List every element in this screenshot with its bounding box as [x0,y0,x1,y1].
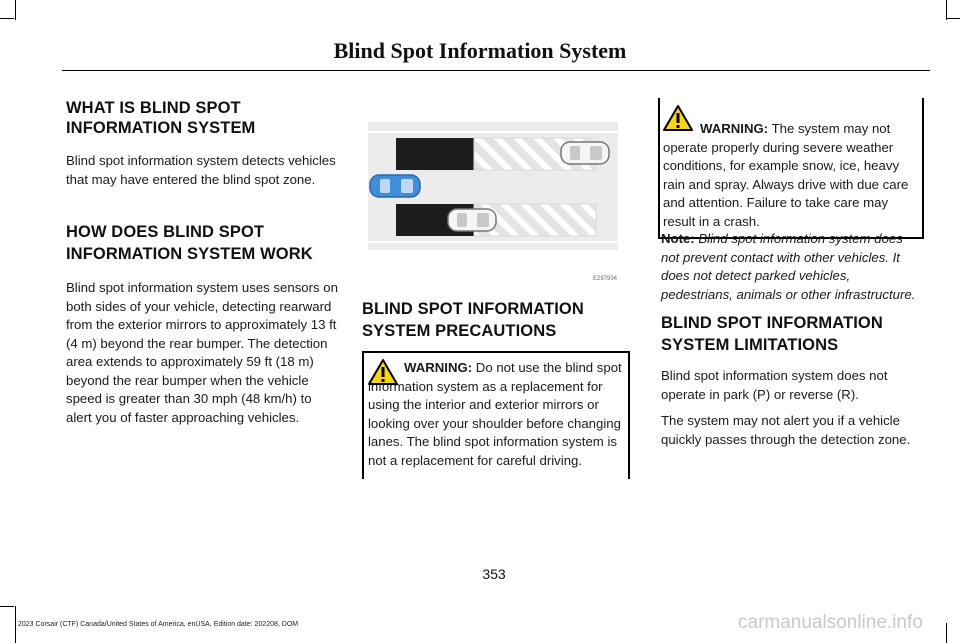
own-vehicle [369,174,421,198]
passing-car-lower [447,208,497,232]
warning-body: The system may not operate properly duri… [663,121,909,229]
approaching-car-upper [560,141,610,165]
blind-spot-diagram [368,122,618,250]
section-heading: SYSTEM PRECAUTIONS [362,322,557,340]
body-paragraph: Blind spot information system uses senso… [66,280,338,425]
warning-text: WARNING: Do not use the blind spot infor… [368,359,624,470]
edition-footer: 2023 Corsair (CTF) Canada/United States … [18,621,299,628]
section-heading: WHAT IS BLIND SPOT [66,99,241,117]
page-number: 353 [482,566,506,582]
watermark: carmanualsonline.info [738,612,923,633]
note-text: Blind spot information system does not p… [661,231,916,302]
near-zone-upper [396,138,474,170]
section-heading: BLIND SPOT INFORMATION [362,300,584,318]
page-title: Blind Spot Information System [333,38,627,63]
section-what-is: WHAT IS BLIND SPOT INFORMATION SYSTEM [66,96,338,141]
note-paragraph: Note: Blind spot information system does… [661,230,923,304]
blind-spot-figure [368,112,618,252]
crop-mark [946,18,960,19]
crop-mark [0,606,14,607]
warning-triangle-icon [662,104,694,137]
section-heading: BLIND SPOT INFORMATION [661,314,883,332]
warning-label: WARNING: [700,121,769,136]
crop-mark [15,0,16,20]
section-heading: INFORMATION SYSTEM [66,119,256,137]
section-heading: SYSTEM LIMITATIONS [661,336,839,354]
title-rule [62,70,930,71]
section-limitations: BLIND SPOT INFORMATION SYSTEM LIMITATION… [661,311,923,358]
body-paragraph: Blind spot information system detects ve… [66,153,336,187]
section-heading: HOW DOES BLIND SPOT [66,223,265,241]
warning-box-precautions: WARNING: Do not use the blind spot infor… [362,351,630,479]
warning-body: Do not use the blind spot information sy… [368,360,622,468]
crop-mark [946,623,947,643]
section-how-does: HOW DOES BLIND SPOT INFORMATION SYSTEM W… [66,220,338,267]
section-precautions: BLIND SPOT INFORMATION SYSTEM PRECAUTION… [362,297,630,344]
section-heading: INFORMATION SYSTEM WORK [66,245,313,263]
warning-triangle-icon [367,358,399,391]
body-paragraph: Blind spot information system does not o… [661,368,888,402]
crop-mark [946,0,947,20]
figure-code: E297934 [593,276,618,282]
note-label: Note: [661,231,695,246]
body-paragraph: The system may not alert you if a vehicl… [661,413,911,447]
warning-text: WARNING: The system may not operate prop… [663,120,920,231]
crop-mark [15,606,16,643]
warning-label: WARNING: [404,360,473,375]
warning-box-weather: WARNING: The system may not operate prop… [658,98,924,239]
crop-mark [0,18,14,19]
